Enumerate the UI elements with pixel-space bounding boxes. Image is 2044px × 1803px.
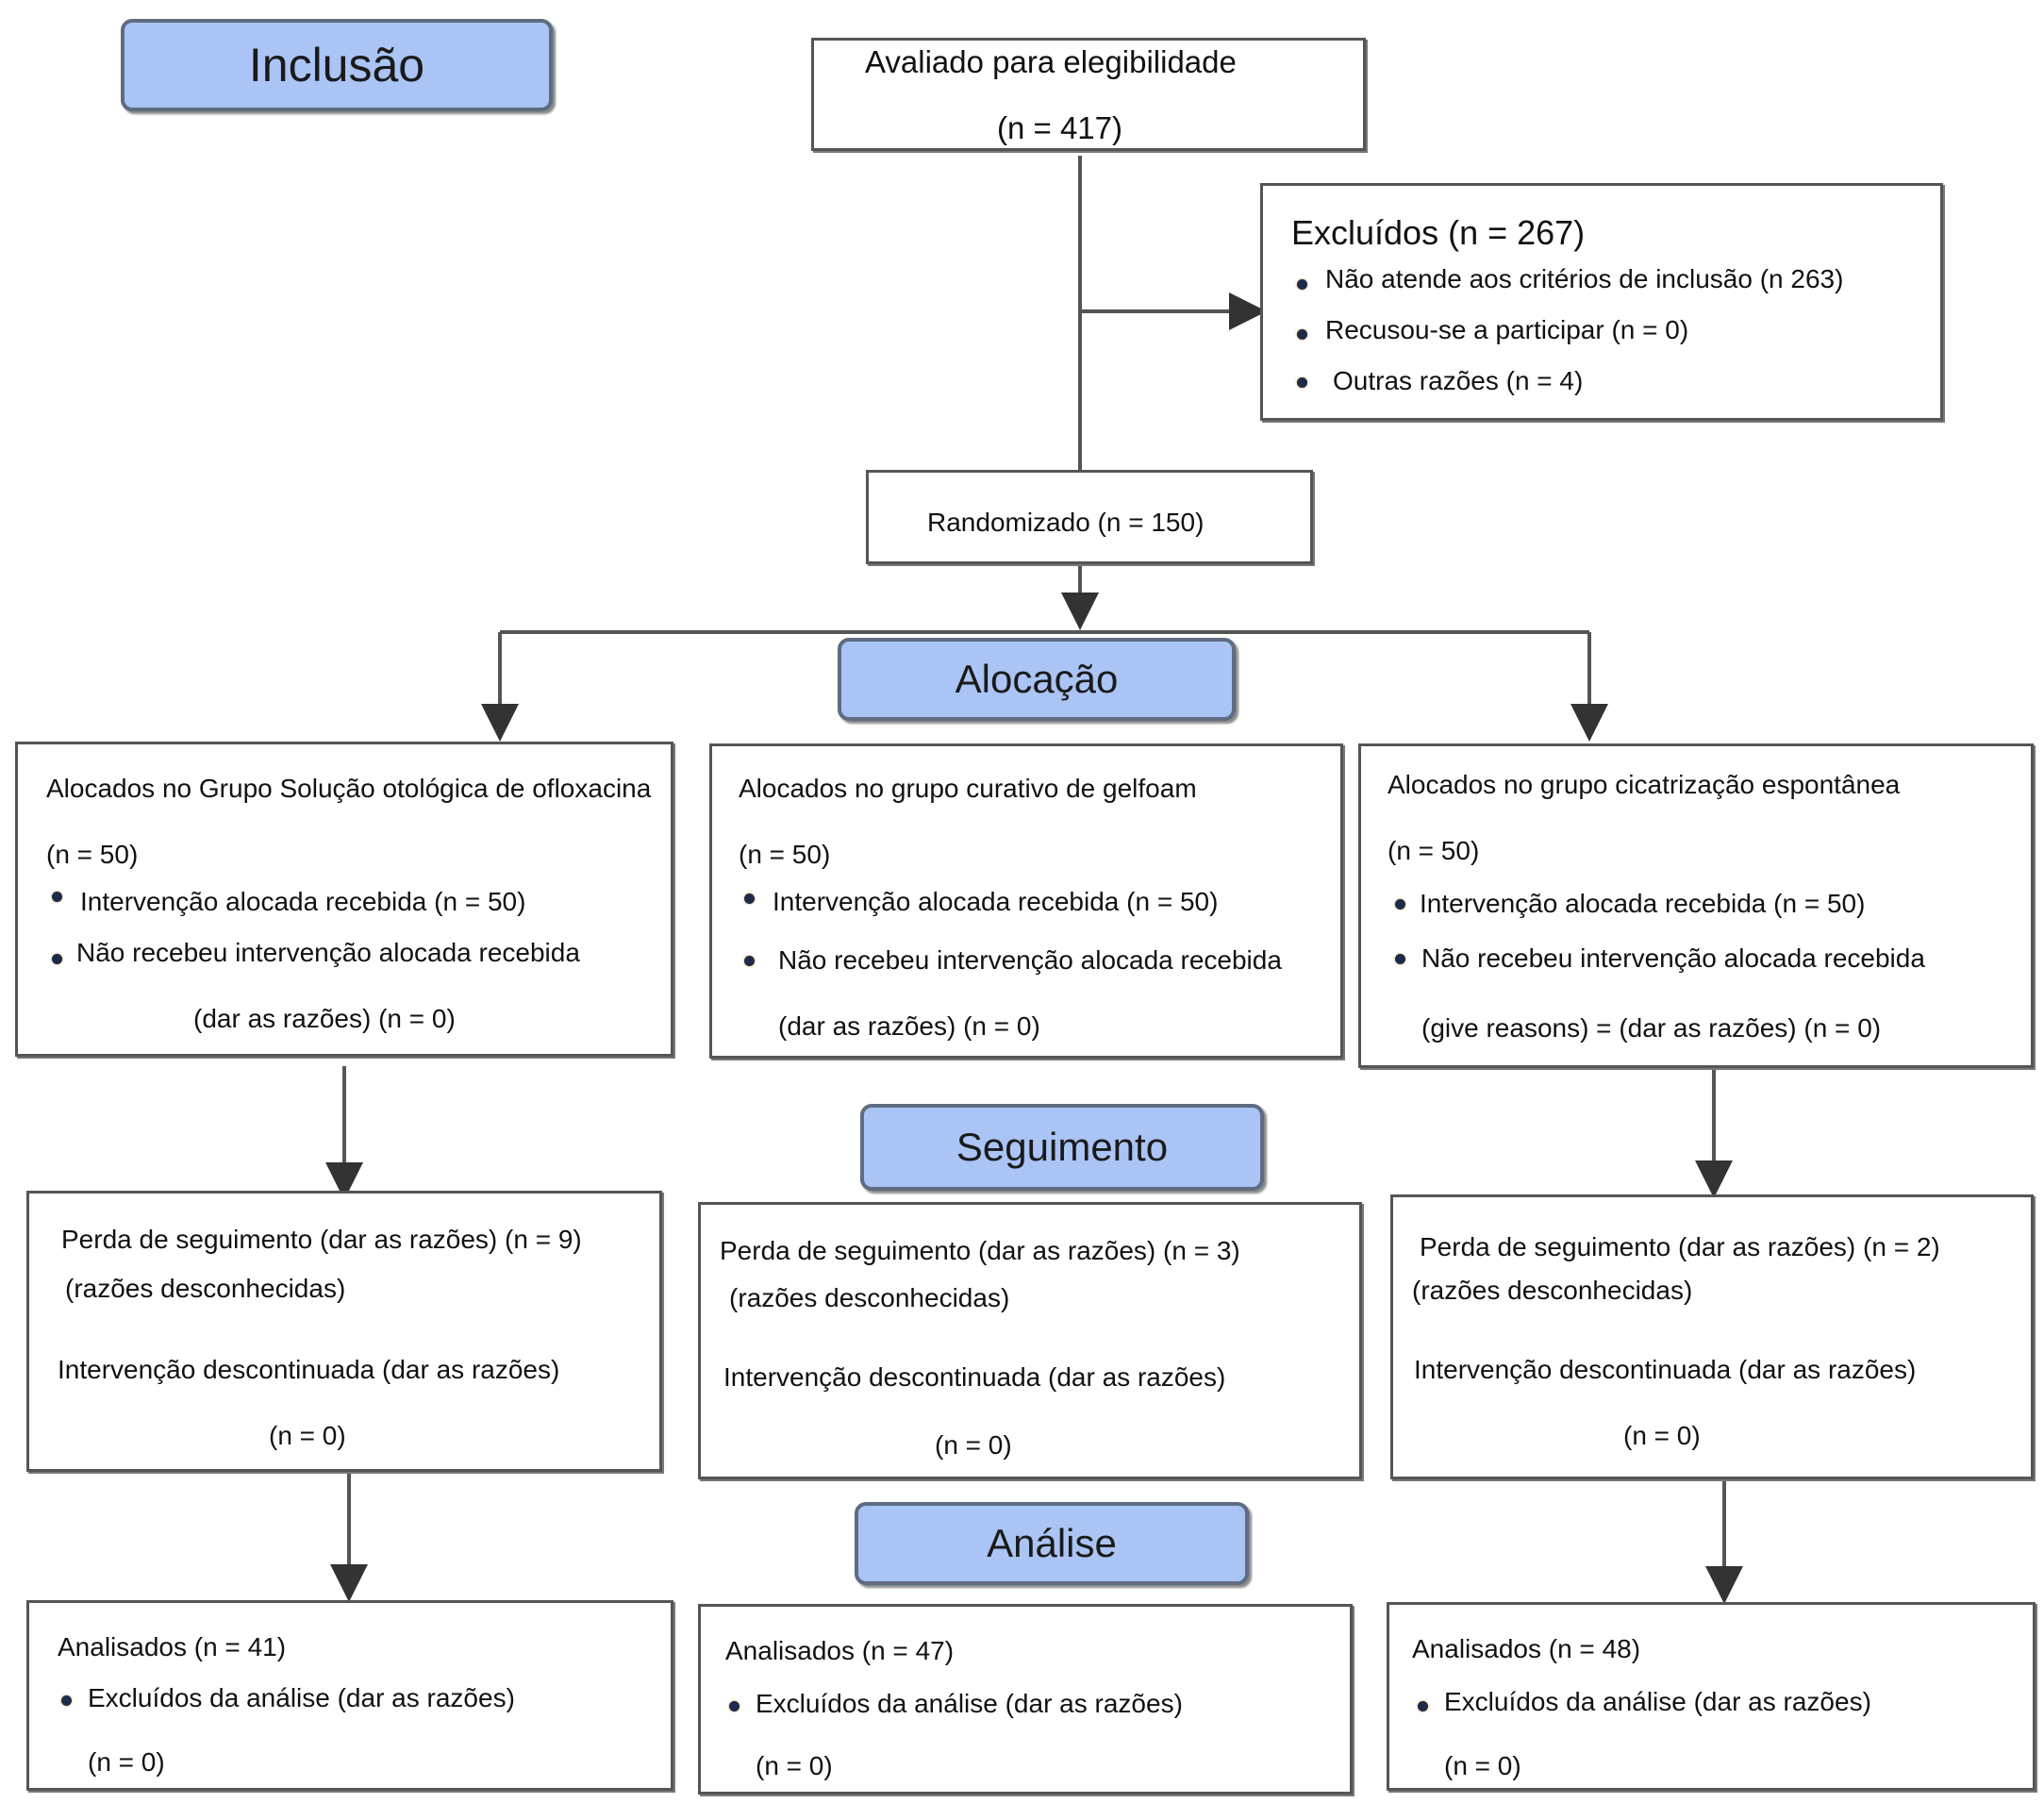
- followup-lost: Perda de seguimento (dar as razões) (n =…: [61, 1225, 582, 1254]
- allocation-title: Alocados no grupo curativo de gelfoam: [739, 774, 1197, 803]
- followup-box-ofloxacin: Perda de seguimento (dar as razões) (n =…: [26, 1191, 662, 1472]
- allocation-box-ofloxacin: Alocados no Grupo Solução otológica de o…: [15, 742, 673, 1057]
- followup-box-gelfoam: Perda de seguimento (dar as razões) (n =…: [698, 1202, 1362, 1479]
- allocation-title: Alocados no Grupo Solução otológica de o…: [46, 774, 652, 803]
- allocation-not-received: Não recebeu intervenção alocada recebida: [76, 938, 580, 967]
- bullet-icon: [1395, 954, 1405, 964]
- randomized-box: Randomizado (n = 150): [866, 470, 1313, 564]
- bullet-icon: [1297, 377, 1307, 388]
- assessed-label: Avaliado para elegibilidade: [865, 44, 1237, 79]
- allocation-received: Intervenção alocada recebida (n = 50): [773, 887, 1219, 916]
- analysis-analyzed: Analisados (n = 41): [58, 1632, 287, 1661]
- randomized-label: Randomizado (n = 150): [927, 508, 1205, 537]
- bullet-icon: [61, 1695, 72, 1706]
- followup-discontinued: Intervenção descontinuada (dar as razões…: [58, 1355, 560, 1384]
- followup-lost: Perda de seguimento (dar as razões) (n =…: [720, 1236, 1240, 1265]
- analysis-count: (n = 0): [88, 1747, 165, 1777]
- excluded-item: Recusou-se a participar (n = 0): [1325, 315, 1689, 344]
- analysis-excluded: Excluídos da análise (dar as razões): [88, 1683, 515, 1712]
- analysis-box-spontaneous: Analisados (n = 48) Excluídos da análise…: [1387, 1602, 2036, 1791]
- allocation-reasons: (dar as razões) (n = 0): [778, 1011, 1040, 1041]
- assessed-count: (n = 417): [997, 110, 1122, 145]
- allocation-count: (n = 50): [1388, 836, 1480, 865]
- bullet-icon: [1395, 899, 1405, 910]
- followup-count: (n = 0): [935, 1430, 1012, 1460]
- excluded-item: Não atende aos critérios de inclusão (n …: [1325, 264, 1844, 293]
- followup-discontinued: Intervenção descontinuada (dar as razões…: [1414, 1355, 1917, 1384]
- followup-lost: Perda de seguimento (dar as razões) (n =…: [1420, 1232, 1940, 1261]
- allocation-received: Intervenção alocada recebida (n = 50): [80, 887, 526, 916]
- allocation-reasons: (dar as razões) (n = 0): [193, 1004, 456, 1033]
- followup-unknown: (razões desconhecidas): [1412, 1276, 1693, 1305]
- analysis-analyzed: Analisados (n = 48): [1412, 1634, 1641, 1663]
- excluded-box: Excluídos (n = 267) Não atende aos crité…: [1260, 183, 1943, 421]
- bullet-icon: [744, 893, 755, 904]
- allocation-count: (n = 50): [739, 840, 831, 869]
- analysis-box-ofloxacin: Analisados (n = 41) Excluídos da análise…: [26, 1600, 673, 1791]
- followup-unknown: (razões desconhecidas): [729, 1283, 1010, 1312]
- allocation-not-received: Não recebeu intervenção alocada recebida: [1421, 943, 1925, 973]
- allocation-box-spontaneous: Alocados no grupo cicatrização espontâne…: [1358, 743, 2034, 1068]
- bullet-icon: [744, 956, 755, 966]
- followup-unknown: (razões desconhecidas): [65, 1274, 346, 1303]
- allocation-title: Alocados no grupo cicatrização espontâne…: [1388, 770, 1901, 799]
- followup-count: (n = 0): [1623, 1421, 1701, 1450]
- followup-discontinued: Intervenção descontinuada (dar as razões…: [723, 1362, 1226, 1392]
- analysis-count: (n = 0): [1444, 1751, 1521, 1780]
- excluded-item: Outras razões (n = 4): [1333, 366, 1584, 395]
- bullet-icon: [729, 1701, 739, 1711]
- analysis-box-gelfoam: Analisados (n = 47) Excluídos da análise…: [698, 1604, 1353, 1795]
- followup-count: (n = 0): [269, 1421, 346, 1450]
- bullet-icon: [1297, 279, 1307, 290]
- analysis-excluded: Excluídos da análise (dar as razões): [756, 1689, 1183, 1718]
- excluded-title: Excluídos (n = 267): [1291, 213, 1586, 252]
- analysis-excluded: Excluídos da análise (dar as razões): [1444, 1687, 1871, 1716]
- allocation-reasons: (give reasons) = (dar as razões) (n = 0): [1421, 1013, 1882, 1043]
- bullet-icon: [1297, 329, 1307, 340]
- followup-box-spontaneous: Perda de seguimento (dar as razões) (n =…: [1390, 1194, 2034, 1479]
- allocation-count: (n = 50): [46, 840, 139, 869]
- analysis-count: (n = 0): [756, 1751, 833, 1780]
- bullet-icon: [1418, 1701, 1428, 1711]
- assessed-box: Avaliado para elegibilidade (n = 417): [811, 38, 1366, 151]
- allocation-box-gelfoam: Alocados no grupo curativo de gelfoam (n…: [709, 743, 1343, 1059]
- stage-analysis: Análise: [855, 1502, 1249, 1585]
- stage-followup: Seguimento: [860, 1104, 1264, 1191]
- bullet-icon: [52, 892, 62, 902]
- stage-allocation: Alocação: [838, 638, 1236, 721]
- bullet-icon: [52, 954, 62, 964]
- allocation-received: Intervenção alocada recebida (n = 50): [1420, 889, 1866, 918]
- allocation-not-received: Não recebeu intervenção alocada recebida: [778, 945, 1282, 975]
- stage-inclusion: Inclusão: [121, 19, 553, 111]
- analysis-analyzed: Analisados (n = 47): [725, 1636, 955, 1665]
